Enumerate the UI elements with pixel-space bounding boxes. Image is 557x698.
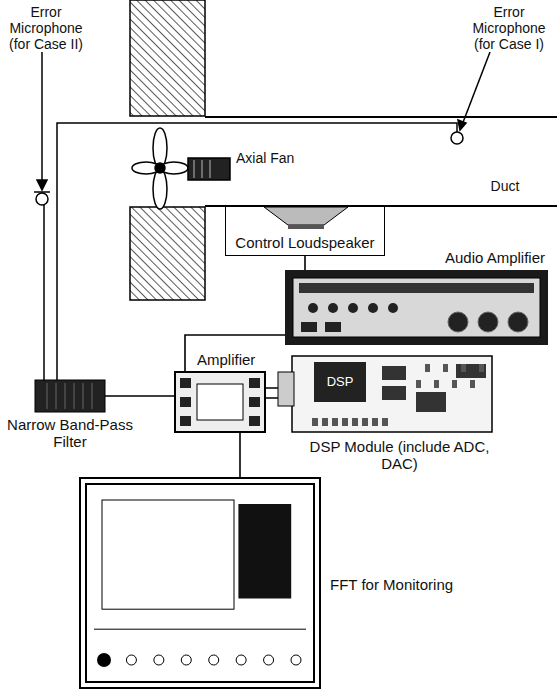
node-label: Control Loudspeaker xyxy=(226,234,384,251)
signal-wire xyxy=(305,256,306,270)
wire-path xyxy=(239,432,241,478)
signal-wire xyxy=(240,432,241,478)
wire-path xyxy=(265,388,278,398)
error-microphone-case-2 xyxy=(34,52,50,380)
fft-analyzer: FFT for Monitoring xyxy=(80,478,320,688)
duct-walls xyxy=(205,117,557,206)
node-heading: Amplifier xyxy=(197,351,287,368)
wire-path xyxy=(304,256,306,270)
fft-analyzer-drawing xyxy=(80,478,320,688)
audio-amplifier-drawing xyxy=(285,270,548,345)
part-label: Duct xyxy=(478,178,532,194)
audio-amplifier: Audio Amplifier xyxy=(285,270,548,345)
signal-wire xyxy=(265,388,278,398)
wire-path xyxy=(105,395,175,397)
amplifier: Amplifier xyxy=(175,372,265,432)
node-heading: DSP Module (include ADC, DAC) xyxy=(292,438,507,472)
part-label: Error Microphone (for Case II) xyxy=(2,4,90,52)
node-heading: Audio Amplifier xyxy=(405,249,545,266)
part-label: Error Microphone (for Case I) xyxy=(462,4,556,52)
band-pass-filter-drawing xyxy=(35,380,105,412)
axial-fan xyxy=(132,128,230,209)
node-heading: Narrow Band-Pass Filter xyxy=(5,416,135,450)
chip-label: DSP xyxy=(314,373,366,390)
part-label: Axial Fan xyxy=(234,150,318,166)
node-heading: FFT for Monitoring xyxy=(330,576,500,593)
dsp-module-drawing xyxy=(292,352,502,432)
signal-wire xyxy=(105,396,175,397)
fan-wall xyxy=(130,0,205,300)
band-pass-filter: Narrow Band-Pass Filter xyxy=(35,380,105,412)
dsp-module: DSPDSP Module (include ADC, DAC) xyxy=(292,352,502,432)
loudspeaker-box: Control Loudspeaker xyxy=(225,206,385,256)
amplifier-drawing xyxy=(175,372,265,432)
